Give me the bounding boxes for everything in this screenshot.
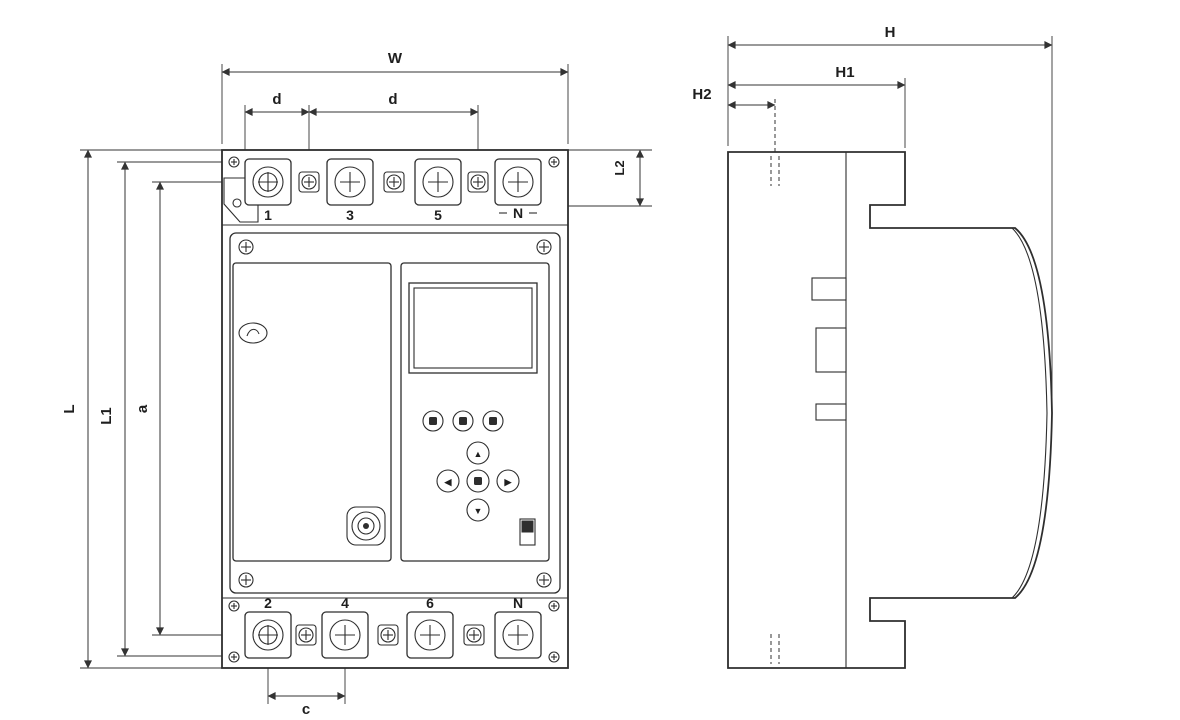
left-cover-panel bbox=[232, 262, 392, 562]
dim-label-h2: H2 bbox=[692, 86, 711, 103]
bottom-inter-screws bbox=[295, 624, 485, 646]
dimension-w: W bbox=[221, 50, 569, 144]
port-connector bbox=[519, 518, 536, 546]
dimension-d: d d bbox=[244, 91, 479, 155]
side-view: H H1 H2 bbox=[692, 24, 1053, 669]
side-clip-1 bbox=[811, 277, 847, 301]
down-button[interactable]: ▼ bbox=[466, 498, 490, 522]
terminal-label-6: 6 bbox=[426, 595, 434, 611]
side-clip-2 bbox=[815, 327, 847, 373]
terminal-label-5: 5 bbox=[434, 207, 442, 223]
left-arrow-icon: ◀ bbox=[444, 477, 453, 487]
dim-label-l: L bbox=[61, 404, 78, 413]
front-cover-inner-contour bbox=[1011, 227, 1048, 599]
down-arrow-icon: ▼ bbox=[474, 506, 483, 516]
rotary-connector bbox=[346, 506, 386, 546]
enter-button[interactable] bbox=[466, 469, 490, 493]
keypad: ▲ ◀ ▶ ▼ bbox=[436, 441, 520, 522]
bottom-terminal-2: 2 bbox=[244, 595, 292, 659]
mounting-hole-icon bbox=[232, 198, 242, 208]
side-outline bbox=[727, 151, 1053, 669]
dimension-h: H bbox=[727, 24, 1053, 406]
up-arrow-icon: ▲ bbox=[474, 449, 483, 459]
dim-label-a: a bbox=[134, 404, 151, 413]
terminal-label-2: 2 bbox=[264, 595, 272, 611]
terminal-label-4: 4 bbox=[341, 595, 349, 611]
bottom-terminal-n: N bbox=[494, 595, 542, 659]
function-buttons bbox=[422, 410, 504, 432]
dimension-l2: L2 bbox=[543, 149, 652, 207]
strip-screws bbox=[228, 156, 560, 663]
terminal-label-3: 3 bbox=[346, 207, 354, 223]
dimension-h1: H1 bbox=[727, 64, 906, 148]
top-inter-screws bbox=[298, 171, 489, 193]
front-view: W d d L2 L bbox=[61, 50, 652, 718]
dimension-l1: L1 bbox=[98, 161, 228, 657]
top-terminal-n: N bbox=[494, 158, 542, 221]
dimension-h2: H2 bbox=[692, 86, 776, 158]
terminal-label-n-top: N bbox=[513, 205, 523, 221]
right-arrow-icon: ▶ bbox=[504, 477, 513, 487]
dim-label-l2: L2 bbox=[612, 160, 627, 175]
hidden-mounting-holes bbox=[770, 156, 780, 664]
brand-logo bbox=[238, 322, 268, 344]
dim-label-h1: H1 bbox=[835, 64, 854, 81]
top-terminal-5: 5 bbox=[414, 158, 462, 223]
right-button[interactable]: ▶ bbox=[496, 469, 520, 493]
dim-label-c: c bbox=[302, 701, 310, 718]
function-button-1[interactable] bbox=[422, 410, 444, 432]
panel-corner-screws bbox=[238, 239, 552, 588]
terminal-label-n-bottom: N bbox=[513, 595, 523, 611]
dimension-l: L bbox=[61, 149, 222, 669]
top-terminal-1: 1 bbox=[244, 158, 292, 223]
function-button-3[interactable] bbox=[482, 410, 504, 432]
dim-label-h: H bbox=[885, 24, 896, 41]
dim-label-d1: d bbox=[272, 91, 281, 108]
bottom-terminal-6: 6 bbox=[406, 595, 454, 659]
dim-label-w: W bbox=[388, 50, 403, 67]
lcd-display bbox=[408, 282, 538, 374]
top-terminal-3: 3 bbox=[326, 158, 374, 223]
side-device-body bbox=[727, 151, 1053, 669]
function-button-2[interactable] bbox=[452, 410, 474, 432]
side-clip-3 bbox=[815, 403, 847, 421]
dim-label-l1: L1 bbox=[98, 407, 115, 425]
terminal-label-1: 1 bbox=[264, 207, 272, 223]
up-button[interactable]: ▲ bbox=[466, 441, 490, 465]
front-device-body: 1 3 5 N bbox=[221, 149, 569, 669]
left-button[interactable]: ◀ bbox=[436, 469, 460, 493]
bottom-terminal-4: 4 bbox=[321, 595, 369, 659]
dim-label-d2: d bbox=[388, 91, 397, 108]
